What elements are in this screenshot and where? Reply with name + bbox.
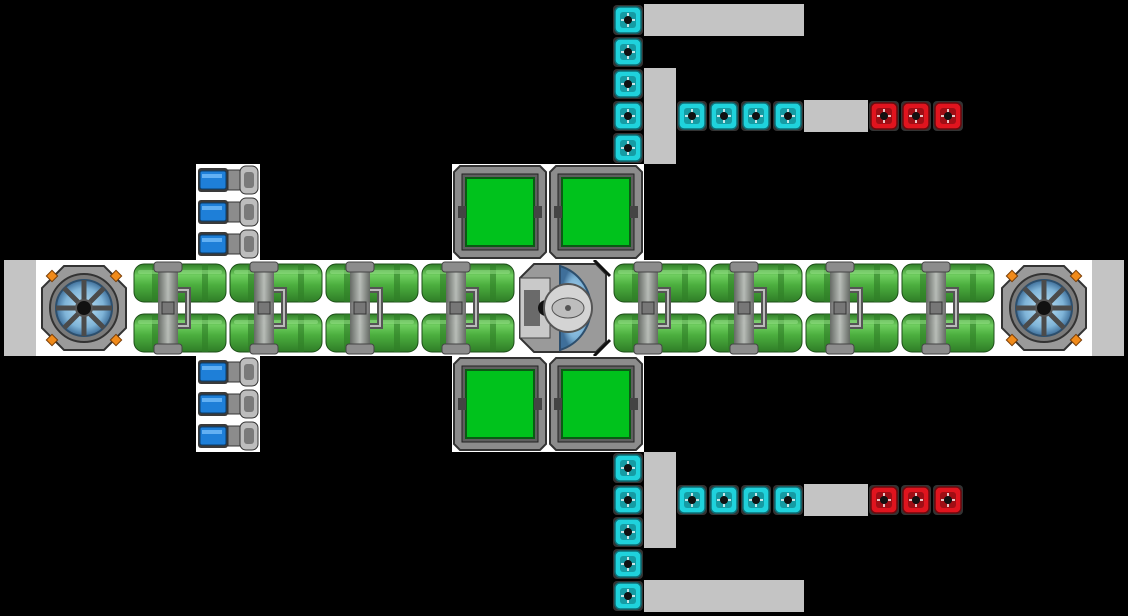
cargo-bay-icon-2[interactable]: [548, 164, 644, 260]
cockpit-icon[interactable]: [516, 258, 612, 358]
floor-pad-bottom-row-gap: [804, 484, 868, 516]
power-cell-icon-bottom-col-2[interactable]: [612, 484, 644, 516]
weapon-cell-icon-top-1[interactable]: [868, 100, 900, 132]
engine-icon-left[interactable]: [36, 260, 132, 356]
power-cell-icon-top-row-2[interactable]: [708, 100, 740, 132]
weapon-cell-icon-bottom-2[interactable]: [900, 484, 932, 516]
fuel-tank-icon-left-4[interactable]: [420, 260, 516, 356]
power-cell-icon-top-col-4[interactable]: [612, 100, 644, 132]
maneuver-thruster-icon-top-3[interactable]: [196, 228, 260, 260]
power-cell-icon-bottom-col-1[interactable]: [612, 452, 644, 484]
power-cell-icon-bottom-row-4[interactable]: [772, 484, 804, 516]
power-cell-icon-top-row-1[interactable]: [676, 100, 708, 132]
weapon-cell-icon-top-2[interactable]: [900, 100, 932, 132]
power-cell-icon-top-col-3[interactable]: [612, 68, 644, 100]
power-cell-icon-bottom-row-1[interactable]: [676, 484, 708, 516]
cargo-bay-icon-1[interactable]: [452, 164, 548, 260]
power-cell-icon-bottom-col-3[interactable]: [612, 516, 644, 548]
power-cell-icon-bottom-col-5[interactable]: [612, 580, 644, 612]
fuel-tank-icon-left-1[interactable]: [132, 260, 228, 356]
power-cell-icon-bottom-row-3[interactable]: [740, 484, 772, 516]
floor-pad-left-end: [4, 260, 36, 356]
floor-pad-top-column: [644, 68, 676, 164]
maneuver-thruster-icon-bottom-2[interactable]: [196, 388, 260, 420]
fuel-tank-icon-right-4[interactable]: [900, 260, 996, 356]
power-cell-icon-top-col-2[interactable]: [612, 36, 644, 68]
power-cell-icon-top-col-1[interactable]: [612, 4, 644, 36]
fuel-tank-icon-right-1[interactable]: [612, 260, 708, 356]
floor-pad-top-row-gap: [804, 100, 868, 132]
maneuver-thruster-icon-bottom-1[interactable]: [196, 356, 260, 388]
engine-icon-right[interactable]: [996, 260, 1092, 356]
floor-pad-top-strip: [644, 4, 804, 36]
maneuver-thruster-icon-top-2[interactable]: [196, 196, 260, 228]
cargo-bay-icon-4[interactable]: [548, 356, 644, 452]
weapon-cell-icon-bottom-1[interactable]: [868, 484, 900, 516]
fuel-tank-icon-right-2[interactable]: [708, 260, 804, 356]
floor-pad-bottom-strip: [644, 580, 804, 612]
power-cell-icon-bottom-row-2[interactable]: [708, 484, 740, 516]
fuel-tank-icon-right-3[interactable]: [804, 260, 900, 356]
fuel-tank-icon-left-2[interactable]: [228, 260, 324, 356]
floor-pad-right-end: [1092, 260, 1124, 356]
weapon-cell-icon-bottom-3[interactable]: [932, 484, 964, 516]
power-cell-icon-top-row-4[interactable]: [772, 100, 804, 132]
floor-pad-bottom-column: [644, 452, 676, 548]
fuel-tank-icon-left-3[interactable]: [324, 260, 420, 356]
cargo-bay-icon-3[interactable]: [452, 356, 548, 452]
maneuver-thruster-icon-top-1[interactable]: [196, 164, 260, 196]
weapon-cell-icon-top-3[interactable]: [932, 100, 964, 132]
maneuver-thruster-icon-bottom-3[interactable]: [196, 420, 260, 452]
power-cell-icon-top-row-3[interactable]: [740, 100, 772, 132]
power-cell-icon-bottom-col-4[interactable]: [612, 548, 644, 580]
power-cell-icon-top-col-5[interactable]: [612, 132, 644, 164]
